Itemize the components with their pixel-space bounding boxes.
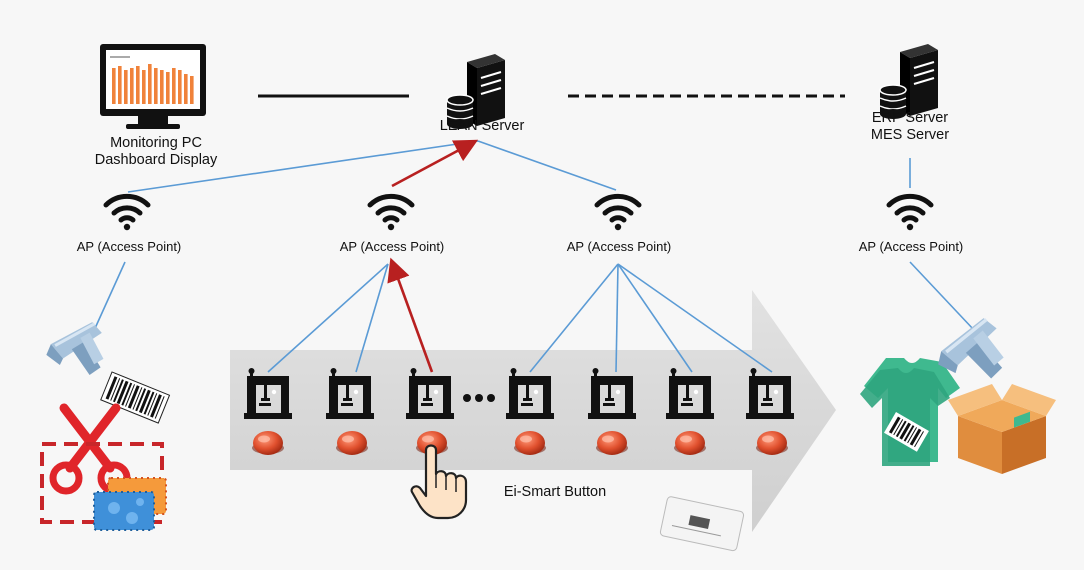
dashboard-bar	[130, 68, 134, 104]
ap-uplinks	[127, 140, 911, 193]
barcode-stripe	[895, 420, 907, 438]
ap-label: AP (Access Point)	[566, 239, 672, 254]
wifi-icon	[106, 196, 148, 230]
monitoring-pc-subtitle: Dashboard Display	[94, 152, 218, 168]
dashboard-bar	[112, 68, 116, 104]
barcode-stripe	[121, 382, 133, 406]
ap-label: AP (Access Point)	[76, 239, 182, 254]
dashboard-bar	[166, 72, 170, 104]
dashboard-bar	[136, 66, 140, 104]
barcode-stripe	[914, 431, 924, 448]
smart-button-caption: Ei-Smart Button	[503, 484, 607, 500]
dashboard-bar	[160, 70, 164, 104]
ap-label: AP (Access Point)	[339, 239, 445, 254]
hand-pointer-icon	[410, 444, 468, 520]
barcode-stripe	[125, 384, 135, 407]
wifi-icon	[370, 196, 412, 230]
dashboard-bar	[172, 68, 176, 104]
fabric-icon	[93, 477, 167, 531]
mes-server-title: MES Server	[870, 127, 950, 143]
barcode-stripe	[132, 387, 143, 410]
production-flow-arrow	[230, 290, 836, 532]
rfid-card-icon	[659, 496, 745, 552]
barcode-label-icon	[100, 371, 171, 424]
barcode-stripe	[105, 376, 118, 400]
erp-server-icon	[879, 43, 939, 120]
ap-label: AP (Access Point)	[858, 239, 964, 254]
barcode-stripe	[110, 378, 121, 401]
barcode-stripe	[154, 396, 165, 419]
barcode-scanner-icon	[41, 319, 109, 383]
tshirt-icon	[860, 358, 960, 466]
barcode-stripe	[893, 419, 904, 436]
button-signal-arrows	[387, 139, 479, 373]
dashboard-bar	[178, 70, 182, 104]
barcode-stripe	[147, 393, 158, 416]
barcode-stripe	[138, 389, 151, 414]
wifi-icon	[597, 196, 639, 230]
barcode-stripe	[116, 380, 129, 405]
dashboard-bar	[148, 64, 152, 104]
monitoring-pc-title: Monitoring PC	[110, 135, 202, 151]
barcode-stripe	[903, 425, 915, 442]
monitor-icon	[100, 44, 206, 129]
barcode-stripe	[907, 427, 918, 444]
dashboard-bar	[184, 74, 188, 104]
barcode-stripe	[135, 388, 147, 412]
barcode-stripe	[899, 422, 911, 440]
device-links	[91, 261, 975, 373]
barcode-stripe	[150, 394, 162, 418]
box-icon	[948, 384, 1056, 474]
erp-server-label: ERP Server MES Server	[840, 110, 980, 144]
barcode-stripe	[888, 416, 901, 434]
dashboard-bar	[154, 68, 158, 104]
more-machines-ellipsis	[463, 394, 495, 402]
wifi-icon	[889, 196, 931, 230]
dashboard-bar	[142, 70, 146, 104]
barcode-stripe	[127, 385, 140, 409]
barcode-stripe	[143, 391, 155, 415]
monitoring-pc-label: Monitoring PC Dashboard Display	[73, 135, 239, 169]
dashboard-bar	[118, 66, 122, 104]
dashboard-bar	[124, 70, 128, 104]
erp-server-title: ERP Server	[871, 110, 949, 126]
dashboard-bar	[190, 76, 194, 104]
lean-server-label: LEAN Server	[439, 118, 525, 134]
barcode-stripe	[909, 428, 922, 446]
barcode-stripe	[113, 379, 124, 403]
